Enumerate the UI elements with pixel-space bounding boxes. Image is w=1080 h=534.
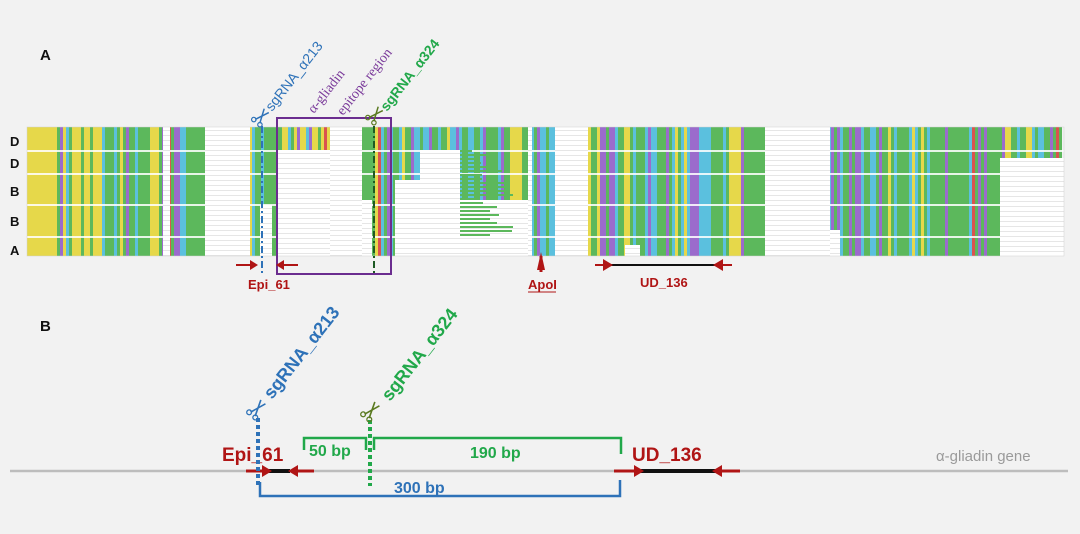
- apoi-label: ApoI: [528, 277, 557, 292]
- label-300bp: 300 bp: [394, 480, 445, 497]
- panel-a-label: A: [40, 47, 51, 64]
- ud-label-b: UD_136: [632, 445, 702, 466]
- scissors-icon: [250, 108, 270, 128]
- bracket-300bp: [258, 480, 622, 498]
- epitope-region-box: [276, 117, 392, 275]
- epi-label-a: Epi_61: [248, 277, 290, 292]
- scissors-icon: [360, 401, 380, 423]
- bracket-50bp: [302, 436, 368, 450]
- arrow-right-icon: [603, 259, 613, 271]
- sgrna2-label-a: sgRNA_α324: [377, 36, 443, 114]
- arrow-left-icon: [276, 260, 284, 270]
- scissors-icon: [246, 399, 266, 421]
- arrow-left-icon: [288, 465, 298, 477]
- epi-label-b: Epi_61: [222, 445, 284, 466]
- genome-label-b1: B: [10, 184, 19, 199]
- ud-label-a: UD_136: [640, 275, 688, 290]
- genome-label-b2: B: [10, 214, 19, 229]
- gene-label: α-gliadin gene: [936, 448, 1031, 465]
- genome-label-d2: D: [10, 156, 19, 171]
- arrow-left-icon: [712, 465, 722, 477]
- arrow-right-icon: [634, 465, 644, 477]
- genome-label-d1: D: [10, 134, 19, 149]
- panel-b-label: B: [40, 318, 51, 335]
- arrow-right-icon: [262, 465, 272, 477]
- sgrna2-label-b: sgRNA_α324: [377, 305, 461, 405]
- scissors-icon: [364, 106, 384, 126]
- bracket-190bp: [372, 436, 623, 454]
- sgrna1-label-b: sgRNA_α213: [259, 303, 343, 403]
- label-190bp: 190 bp: [470, 445, 521, 462]
- sequence-alignment: [26, 126, 1065, 257]
- arrow-left-icon: [713, 259, 723, 271]
- genome-label-a: A: [10, 243, 20, 258]
- arrow-right-icon: [250, 260, 258, 270]
- label-50bp: 50 bp: [309, 443, 351, 460]
